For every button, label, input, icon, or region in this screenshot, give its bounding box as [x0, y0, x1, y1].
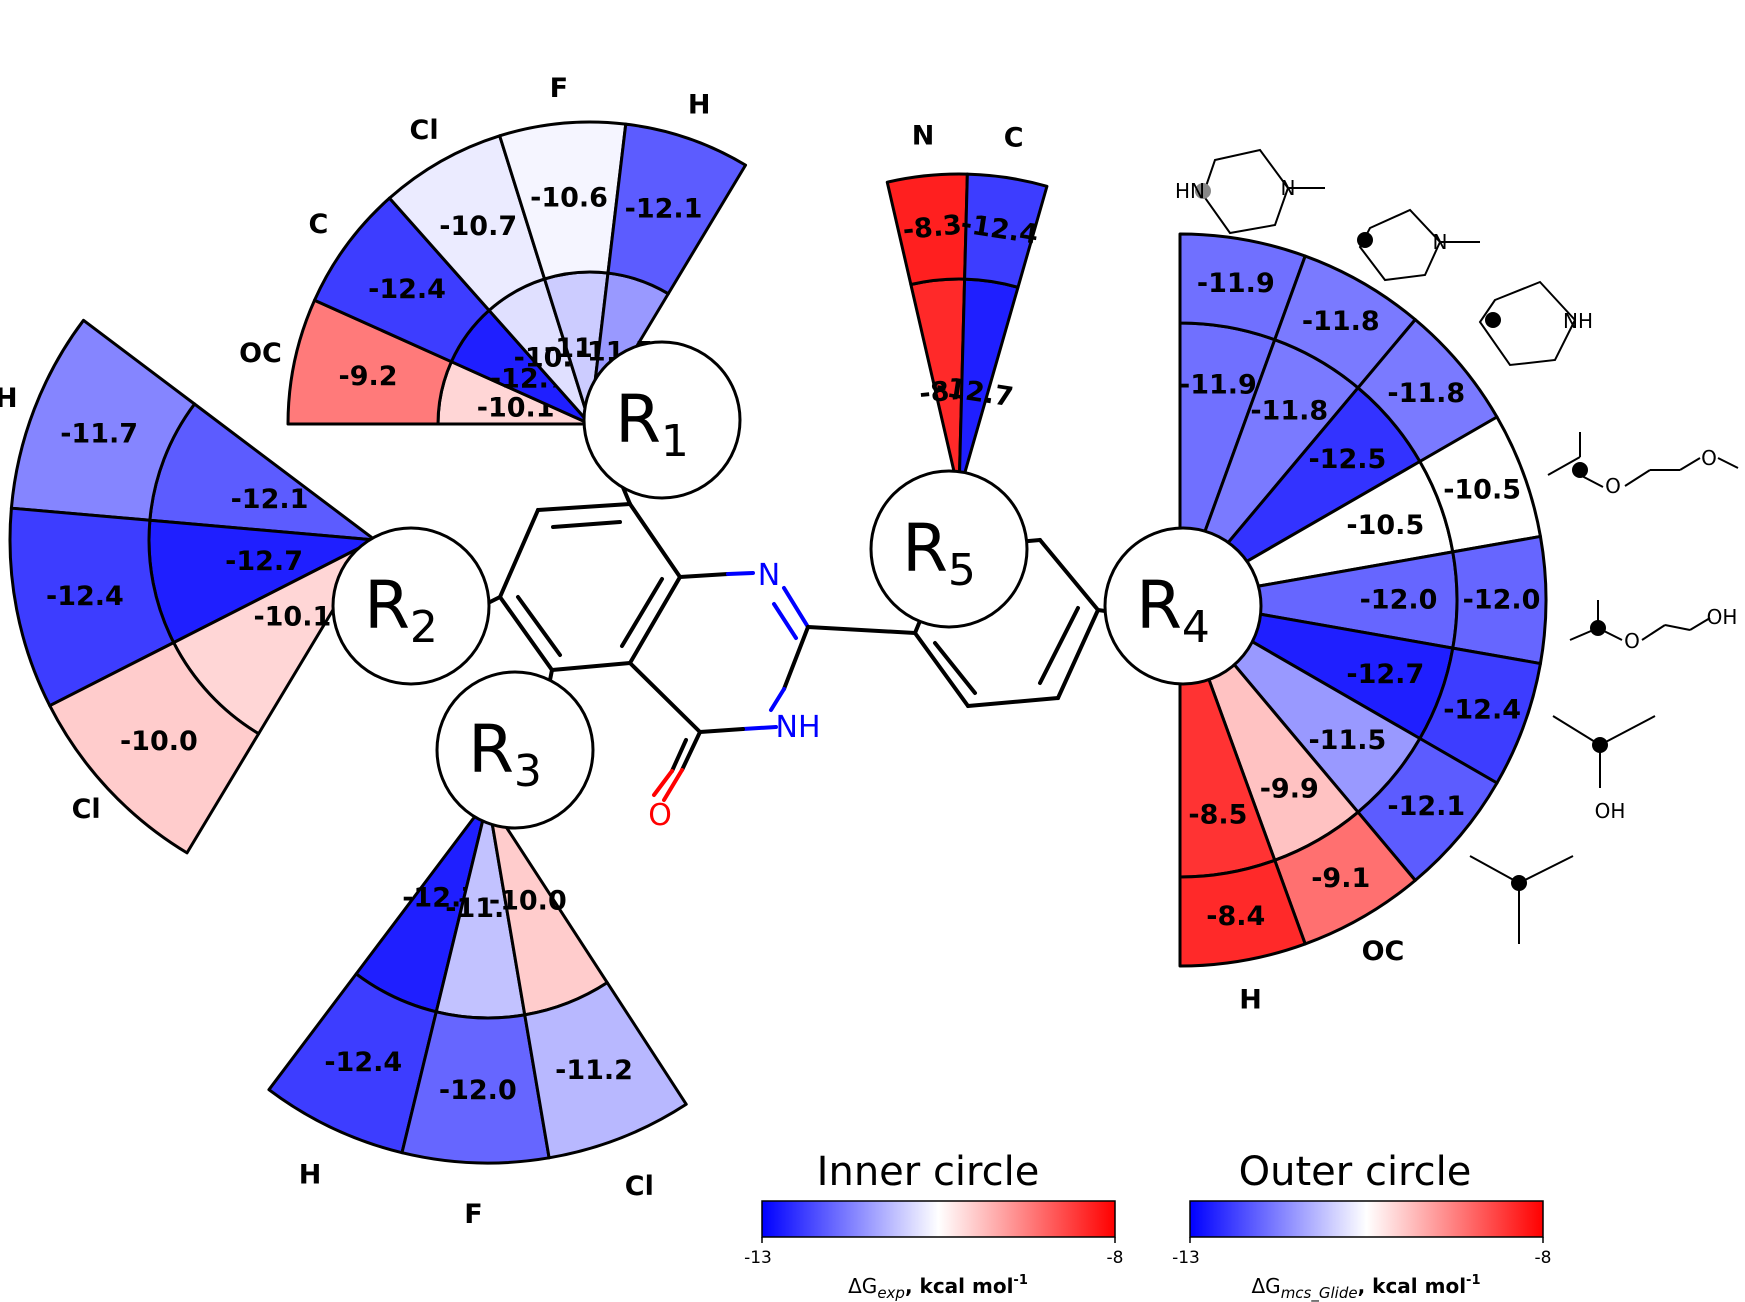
- r5-substituent-label: C: [1004, 123, 1024, 154]
- r2-substituent-label: H: [0, 383, 18, 414]
- colorbar-inner-max: -8: [1107, 1248, 1124, 1268]
- r-circle-3: R3: [435, 670, 595, 830]
- r1-outer-value: -12.4: [368, 274, 446, 305]
- core-scaffold: [486, 483, 1114, 802]
- r1-substituent-label: C: [308, 209, 328, 240]
- r-circle-2: R2: [331, 526, 491, 686]
- r4-outer-value: -12.0: [1463, 585, 1541, 616]
- colorbar-inner-label: ΔGexp, kcal mol-1: [848, 1273, 1028, 1302]
- r1-outer-wedge-4: [606, 122, 748, 296]
- r4-inner-value: -12.0: [1360, 585, 1438, 616]
- r4-outer-value: -12.4: [1443, 694, 1521, 725]
- svg-text:R1: R1: [615, 381, 689, 467]
- core-atoms: N NH O: [648, 558, 820, 833]
- r3-outer-value: -12.0: [439, 1075, 517, 1106]
- colorbar-outer-title: Outer circle: [1239, 1149, 1472, 1195]
- colorbar-inner-gradient: [761, 1200, 1116, 1238]
- isopropanol-structure: OH: [1552, 715, 1656, 823]
- r4-structures: HN N N NH O O: [1175, 148, 1739, 944]
- r1-substituent-label: Cl: [410, 115, 439, 146]
- svg-text:HN: HN: [1175, 179, 1205, 203]
- methylpiperidine-structure: N: [1357, 208, 1480, 282]
- svg-text:O: O: [1605, 474, 1621, 498]
- svg-text:OH: OH: [1595, 799, 1626, 823]
- r2-inner-value: -12.7: [225, 546, 303, 577]
- colorbar-outer-gradient: [1189, 1200, 1544, 1238]
- r1-outer-value: -10.7: [439, 211, 517, 242]
- r1-substituent-label: OC: [239, 338, 282, 369]
- hydroxyethoxy-structure: O OH: [1569, 600, 1738, 653]
- substituent-fans: -10.1-9.2OC-12.7-12.4C-10.8-10.7Cl-11.0-…: [0, 73, 1548, 1230]
- colorbar-outer-label: ΔGmcs_Glide, kcal mol-1: [1252, 1273, 1481, 1302]
- r4-substituent-label: OC: [1362, 936, 1405, 967]
- r2-outer-value: -10.0: [120, 726, 198, 757]
- core-atom-n: N: [758, 558, 780, 593]
- r3-inner-value: -10.0: [489, 885, 567, 916]
- r5-outer-value: -8.3: [901, 209, 963, 246]
- methylpiperazine-structure: HN N: [1175, 148, 1325, 235]
- svg-text:N: N: [1281, 176, 1296, 200]
- r5-outer-wedge-1: [963, 172, 1049, 289]
- colorbar-outer-min: -13: [1172, 1248, 1200, 1268]
- r5-substituent-label: N: [912, 120, 935, 151]
- r4-outer-value: -8.4: [1206, 901, 1265, 932]
- svg-text:O: O: [1701, 446, 1717, 470]
- r4-outer-value: -11.9: [1197, 268, 1275, 299]
- r-circle-1: R1: [582, 340, 742, 500]
- r4-inner-value: -11.5: [1308, 725, 1386, 756]
- r1-outer-value: -10.6: [530, 182, 608, 213]
- r3-outer-wedge-2: [523, 981, 688, 1160]
- svg-text:NH: NH: [1563, 309, 1593, 333]
- r4-outer-value: -10.5: [1443, 475, 1521, 506]
- isopropyl-structure: [1469, 855, 1574, 944]
- r3-substituent-label: F: [464, 1199, 482, 1230]
- r2-outer-wedge-2: [48, 641, 261, 855]
- r4-inner-value: -11.8: [1250, 395, 1328, 426]
- r4-inner-value: -11.9: [1179, 369, 1257, 400]
- svg-text:OH: OH: [1707, 605, 1738, 629]
- r2-substituent-label: Cl: [72, 794, 101, 825]
- r4-inner-value: -8.5: [1188, 800, 1247, 831]
- r4-outer-value: -11.8: [1387, 378, 1465, 409]
- colorbar-outer-max: -8: [1535, 1248, 1552, 1268]
- r1-substituent-label: H: [688, 90, 711, 121]
- r4-outer-value: -9.1: [1311, 863, 1370, 894]
- r3-outer-value: -12.4: [324, 1047, 402, 1078]
- r4-inner-value: -9.9: [1260, 774, 1319, 805]
- colorbar-inner: Inner circle -13 -8 ΔGexp, kcal mol-1: [744, 1149, 1123, 1302]
- r1-substituent-label: F: [550, 73, 568, 104]
- svg-text:R3: R3: [468, 711, 542, 797]
- r-circle-4: R4: [1103, 526, 1263, 686]
- svg-text:N: N: [1433, 230, 1448, 254]
- r1-outer-value: -9.2: [339, 361, 398, 392]
- r4-inner-value: -10.5: [1346, 510, 1424, 541]
- r2-inner-value: -12.1: [231, 484, 309, 515]
- r-circle-5: R5: [869, 469, 1029, 629]
- r4-inner-value: -12.5: [1308, 444, 1386, 475]
- r2-outer-value: -11.7: [60, 419, 138, 450]
- r2-outer-value: -12.4: [46, 581, 124, 612]
- piperidine-structure: NH: [1478, 280, 1593, 367]
- methoxyethoxy-structure: O O: [1547, 432, 1739, 498]
- svg-text:R4: R4: [1136, 567, 1210, 653]
- core-atom-nh: NH: [776, 710, 821, 745]
- r1-outer-value: -12.1: [625, 194, 703, 225]
- r4-inner-value: -12.7: [1346, 659, 1424, 690]
- r4-outer-wedge-8: [1178, 858, 1307, 968]
- r4-outer-value: -11.8: [1302, 306, 1380, 337]
- r2-inner-value: -10.1: [253, 602, 331, 633]
- colorbar-inner-min: -13: [744, 1248, 772, 1268]
- svg-text:O: O: [1624, 629, 1640, 653]
- r4-outer-value: -12.1: [1387, 791, 1465, 822]
- core-atom-o: O: [648, 798, 672, 833]
- r3-substituent-label: Cl: [625, 1171, 654, 1202]
- svg-text:R2: R2: [364, 567, 438, 653]
- colorbar-outer: Outer circle -13 -8 ΔGmcs_Glide, kcal mo…: [1172, 1149, 1551, 1302]
- svg-text:R5: R5: [902, 510, 976, 596]
- r4-substituent-label: H: [1239, 984, 1262, 1015]
- r3-substituent-label: H: [299, 1159, 322, 1190]
- colorbar-inner-title: Inner circle: [817, 1149, 1040, 1195]
- r3-outer-value: -11.2: [555, 1055, 633, 1086]
